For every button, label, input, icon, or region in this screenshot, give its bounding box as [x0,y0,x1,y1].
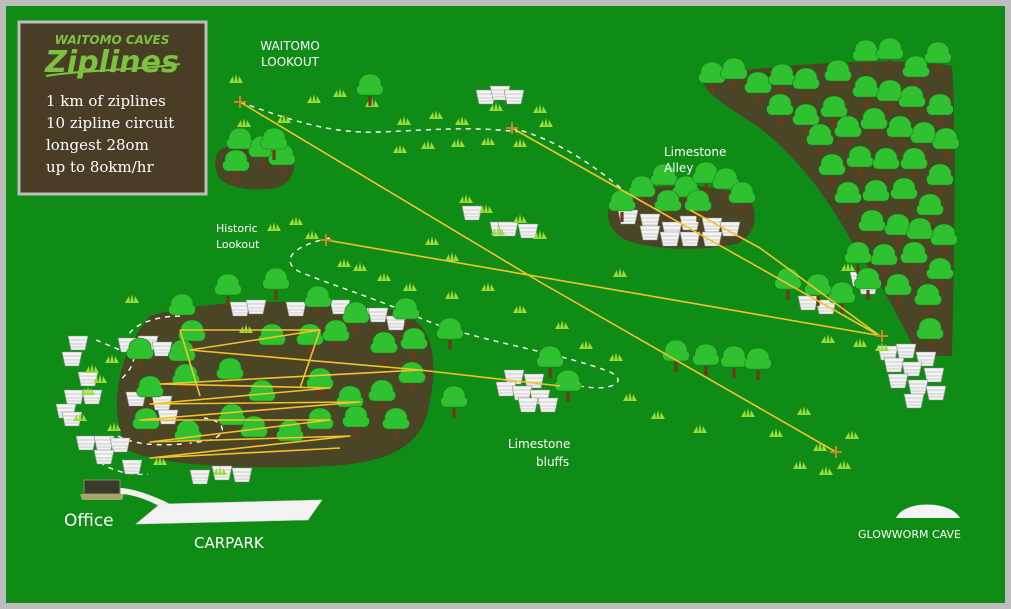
label-office: Office [64,511,114,531]
limestone-rock [883,357,905,373]
limestone-rock [887,373,909,389]
label-carpark: CARPARK [194,534,265,552]
label-limestone-bluffs-1: Limestone [508,437,570,451]
zipline-to-cave [689,209,881,337]
label-limestone-alley-2: Alley [664,161,693,175]
label-waitomo-lookout-2: LOOKOUT [261,55,320,69]
limestone-rock [189,469,211,485]
limestone-rock [61,351,83,367]
limestone-rock [925,385,947,401]
limestone-rock [719,221,741,237]
label-waitomo-lookout-1: WAITOMO [260,39,320,53]
zipline-circuit-bush [139,329,421,459]
limestone-rock [121,459,143,475]
limestone-rock [797,295,819,311]
info-box: WAITOMO CAVES Ziplines 1 km of ziplines … [17,20,208,196]
limestone-rock [503,89,525,105]
brand-line-1: WAITOMO CAVES [55,33,170,47]
limestone-rock [231,467,253,483]
stat-circuit: 10 zipline circuit [46,114,174,132]
map-labels: WAITOMO LOOKOUT Historic Lookout Limesto… [64,39,961,552]
limestone-rock [63,389,85,405]
stat-length: 1 km of ziplines [46,92,166,110]
limestone-rock [895,343,917,359]
label-limestone-alley-1: Limestone [664,145,726,159]
limestone-rock [679,231,701,247]
zipline-historic-to-east [325,239,883,337]
limestone-rock [67,335,89,351]
zipline-lookout-to-alley [511,127,881,337]
carpark-lot [135,499,323,525]
limestone-rock [537,397,559,413]
carpark-area [80,479,323,525]
label-limestone-bluffs-2: bluffs [536,455,569,469]
stat-longest: longest 28om [46,136,149,154]
limestone-rock [93,449,115,465]
limestone-rock [245,299,267,315]
limestone-rock [77,371,99,387]
zipline-routes [139,101,883,459]
limestone-rock [285,301,307,317]
limestone-rock [701,231,723,247]
limestone-rock [517,397,539,413]
limestone-rock [367,307,389,323]
limestone-rock [659,231,681,247]
walking-paths [95,101,631,476]
limestone-rock [75,435,97,451]
label-historic-lookout-2: Lookout [216,238,260,251]
zipline-circuit-links [179,329,561,397]
label-glowworm-cave: GLOWWORM CAVE [858,528,961,541]
label-historic-lookout-1: Historic [216,222,258,235]
brand-line-2: Ziplines [44,45,179,80]
limestone-rock [907,379,929,395]
limestone-rock [639,225,661,241]
limestone-rock [903,393,925,409]
glowworm-cave-dome [896,504,960,518]
office-building [83,479,121,495]
stat-speed: up to 8okm/hr [46,158,154,176]
zipline-long-diagonal [239,101,837,453]
